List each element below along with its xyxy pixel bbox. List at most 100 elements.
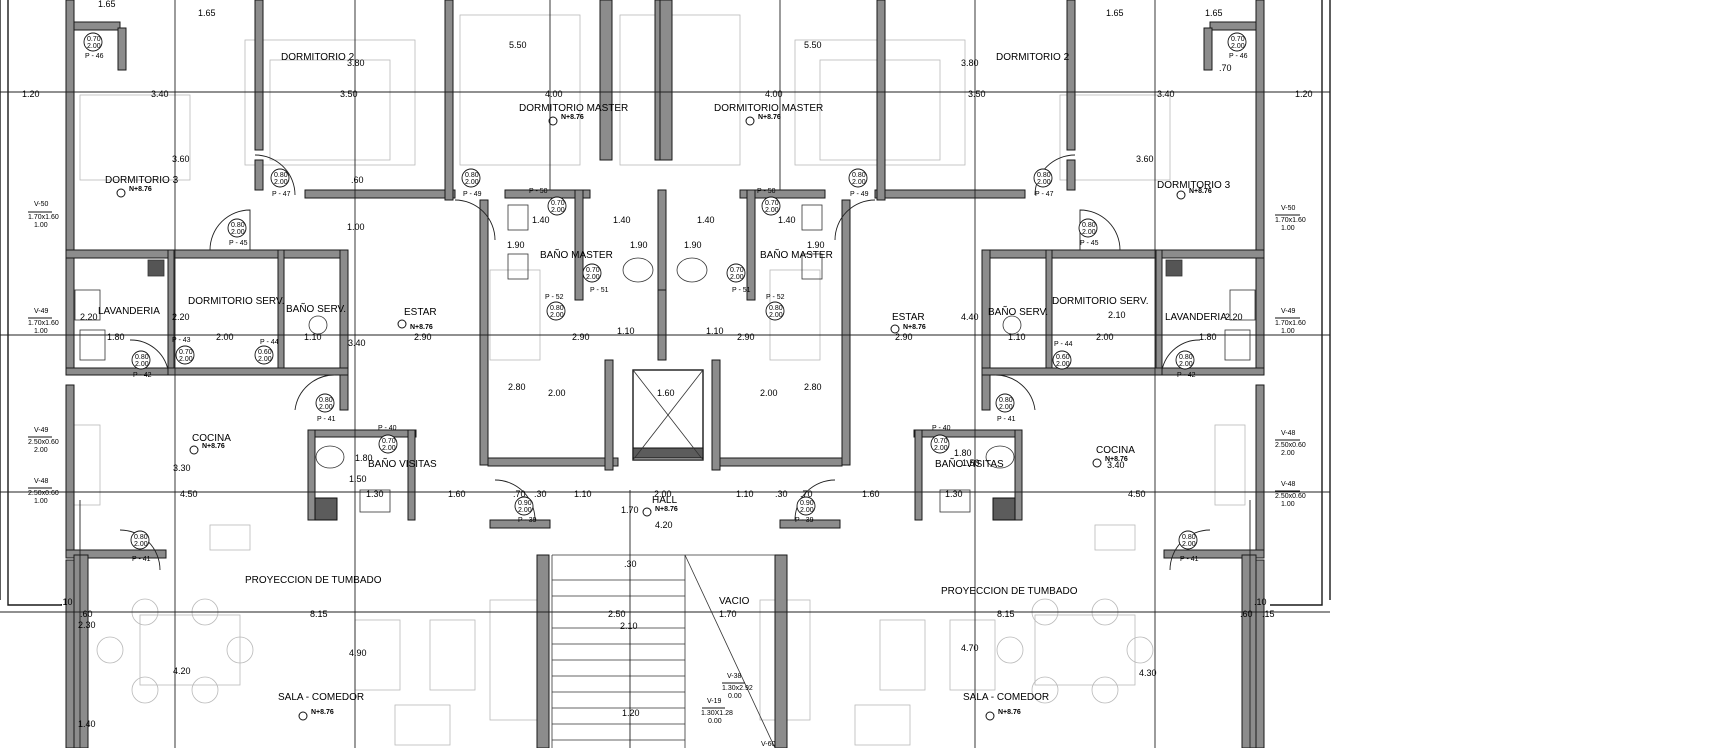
svg-text:0.802.00: 0.802.00 [231,222,245,236]
dim: 4.20 [173,666,191,676]
dim: 2.00 [654,489,672,499]
svg-text:P - 39: P - 39 [795,517,814,524]
room-dormitorio-serv: DORMITORIO SERV. [1052,296,1149,307]
svg-text:P - 42: P - 42 [133,372,152,379]
svg-text:V-49: V-49 [34,308,49,315]
dim: 1.65 [1106,8,1124,18]
svg-text:P - 49: P - 49 [850,191,869,198]
level-marker: N+8.76 [890,324,926,334]
svg-text:1.00: 1.00 [1281,328,1295,335]
svg-text:P - 46: P - 46 [1229,53,1248,60]
window-tag: V-501.70x1.601.00 [28,201,59,229]
dim: 3.40 [1157,89,1175,99]
dim: 1.20 [622,708,640,718]
window-tag: V-501.70x1.601.00 [1275,205,1306,232]
dim: 2.00 [216,332,234,342]
svg-text:P - 50: P - 50 [529,188,548,195]
dim: 1.20 [22,89,40,99]
svg-text:1.30x2.92: 1.30x2.92 [722,685,753,692]
svg-text:0.702.00: 0.702.00 [87,36,101,50]
dim: 1.30 [945,489,963,499]
svg-text:0.702.00: 0.702.00 [934,438,948,452]
dim: 1.40 [697,215,715,225]
svg-text:0.702.00: 0.702.00 [179,349,193,363]
dim: 1.40 [613,215,631,225]
dim: 4.30 [1139,668,1157,678]
dim: 2.20 [1225,312,1243,322]
dim: 1.50 [349,474,367,484]
dim: 4.50 [180,489,198,499]
svg-text:1.00: 1.00 [1281,225,1295,232]
dim: 1.20 [1295,89,1313,99]
bathroom-fixtures [74,204,1256,513]
room-proyeccion: PROYECCION DE TUMBADO [245,575,382,586]
svg-text:V-49: V-49 [1281,308,1296,315]
room-cocina: COCINA [192,433,231,444]
room-estar: ESTAR [404,307,437,318]
dim: 1.60 [657,388,675,398]
svg-text:P - 42: P - 42 [1177,372,1196,379]
dim: 4.50 [1128,489,1146,499]
door-swings [119,154,1211,571]
svg-text:N+8.76: N+8.76 [410,324,433,331]
svg-text:P - 41: P - 41 [1180,556,1199,563]
dim: 1.10 [1008,332,1026,342]
svg-text:2.50x0.60: 2.50x0.60 [1275,442,1306,449]
svg-text:N+8.76: N+8.76 [903,324,926,331]
room-bano-master: BAÑO MASTER [760,248,833,261]
dim: 3.40 [151,89,169,99]
level-marker: N+8.76 [745,114,781,126]
dim: .60 [1240,609,1253,619]
window-tag: V-482.50x0.601.00 [28,478,59,505]
svg-text:0.802.00: 0.802.00 [465,172,479,186]
dim: 1.65 [198,8,216,18]
dim: 1.70 [621,505,639,515]
svg-text:1.00: 1.00 [34,328,48,335]
svg-text:1.70x1.60: 1.70x1.60 [28,320,59,327]
room-sala-comedor: SALA - COMEDOR [963,692,1049,703]
dim: 1.65 [1205,8,1223,18]
room-dormitorio-3: DORMITORIO 3 [1157,180,1231,191]
svg-text:P - 39: P - 39 [518,517,537,524]
dim: 1.00 [347,222,365,232]
dim: 1.40 [532,215,550,225]
svg-text:1.00: 1.00 [34,222,48,229]
dim: 4.00 [545,89,563,99]
dim: 2.50 [608,609,626,619]
dim: 1.90 [630,240,648,250]
level-markers: N+8.76 N+8.76 N+8.76 N+8.76 N+8.76 N+8.7… [116,114,1212,721]
dim: 1.30 [366,489,384,499]
level-marker: N+8.76 [116,186,152,198]
svg-text:N+8.76: N+8.76 [129,186,152,193]
window-tag: V-381.30x2.920.00 [722,673,753,700]
dim: 1.90 [684,240,702,250]
svg-text:0.802.00: 0.802.00 [274,172,288,186]
svg-text:0.802.00: 0.802.00 [769,305,783,319]
room-labels-left: DORMITORIO 2 DORMITORIO 3 DORMITORIO MAS… [98,52,628,703]
dim: 1.40 [778,215,796,225]
svg-text:0.802.00: 0.802.00 [135,354,149,368]
dim: 2.00 [548,388,566,398]
dim: 1.10 [574,489,592,499]
room-sala-comedor: SALA - COMEDOR [278,692,364,703]
dim: 1.90 [507,240,525,250]
window-tag: V-491.70x1.601.00 [1275,308,1306,335]
svg-text:N+8.76: N+8.76 [561,114,584,121]
svg-text:N+8.76: N+8.76 [998,709,1021,716]
svg-text:P - 40: P - 40 [378,425,397,432]
svg-text:P - 46: P - 46 [85,53,104,60]
svg-text:P - 44: P - 44 [260,339,279,346]
room-bano-visitas: BAÑO VISITAS [935,457,1004,470]
svg-text:V-50: V-50 [34,201,49,208]
walls-left [65,0,668,748]
room-bano-serv: BAÑO SERV. [286,302,346,315]
